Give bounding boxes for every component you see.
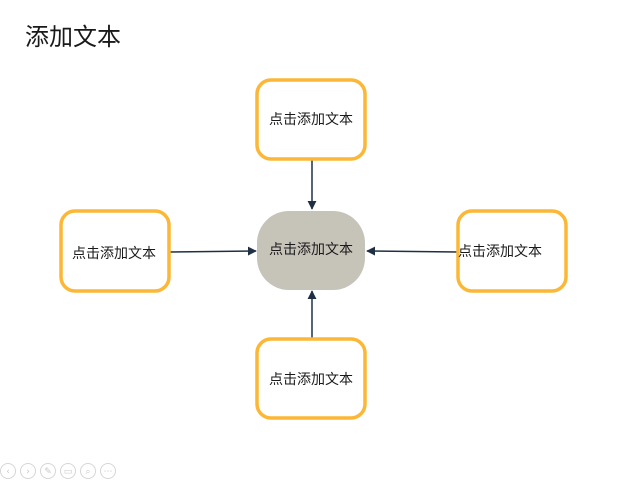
previous-slide-icon[interactable]: ‹ bbox=[0, 463, 16, 479]
slides-menu-icon[interactable]: ▭ bbox=[60, 463, 76, 479]
node-right-label: 点击添加文本 bbox=[458, 244, 542, 260]
zoom-icon[interactable]: ⌕ bbox=[80, 463, 96, 479]
node-center-label: 点击添加文本 bbox=[269, 242, 353, 258]
node-left-box bbox=[59, 209, 171, 293]
node-center-box bbox=[257, 211, 365, 290]
more-options-icon[interactable]: ⋯ bbox=[100, 463, 116, 479]
node-center[interactable]: 点击添加文本 bbox=[257, 211, 365, 290]
node-bottom-box bbox=[255, 337, 367, 420]
node-right[interactable]: 点击添加文本 bbox=[456, 209, 568, 293]
node-bottom-label: 点击添加文本 bbox=[269, 372, 353, 388]
arrow-left-to-center bbox=[169, 246, 257, 256]
slideshow-controls: ‹ › ✎ ▭ ⌕ ⋯ bbox=[0, 463, 116, 481]
arrow-right-to-center bbox=[366, 246, 459, 256]
node-left-label: 点击添加文本 bbox=[72, 246, 156, 262]
node-right-box bbox=[456, 209, 568, 293]
node-top-box bbox=[255, 78, 367, 161]
pen-icon[interactable]: ✎ bbox=[40, 463, 56, 479]
node-left[interactable]: 点击添加文本 bbox=[59, 209, 171, 293]
node-bottom[interactable]: 点击添加文本 bbox=[255, 337, 367, 420]
node-top[interactable]: 点击添加文本 bbox=[255, 78, 367, 161]
next-slide-icon[interactable]: › bbox=[20, 463, 36, 479]
node-top-label: 点击添加文本 bbox=[269, 112, 353, 128]
slide-title: 添加文本 bbox=[25, 23, 121, 51]
